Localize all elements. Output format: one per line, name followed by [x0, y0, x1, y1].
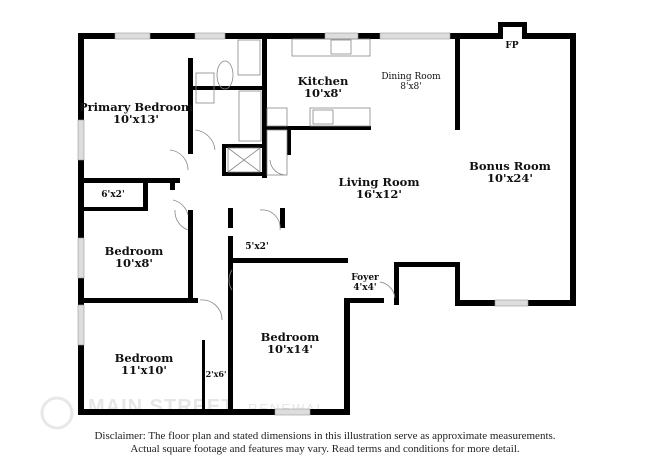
- fireplace-label: FP: [505, 41, 519, 51]
- disclaimer-line-1: Disclaimer: The floor plan and stated di…: [94, 430, 556, 442]
- logo-icon: [40, 396, 74, 430]
- fixtures: [169, 38, 396, 321]
- walls: [78, 22, 576, 415]
- closet-label: 2'x6': [205, 369, 227, 379]
- disclaimer-line-2: Actual square footage and features may v…: [130, 443, 520, 455]
- closet-label: 6'x2': [101, 190, 125, 200]
- disclaimer: Disclaimer: The floor plan and stated di…: [0, 430, 650, 456]
- closet-label: 5'x2': [245, 242, 269, 252]
- windows: [77, 32, 529, 416]
